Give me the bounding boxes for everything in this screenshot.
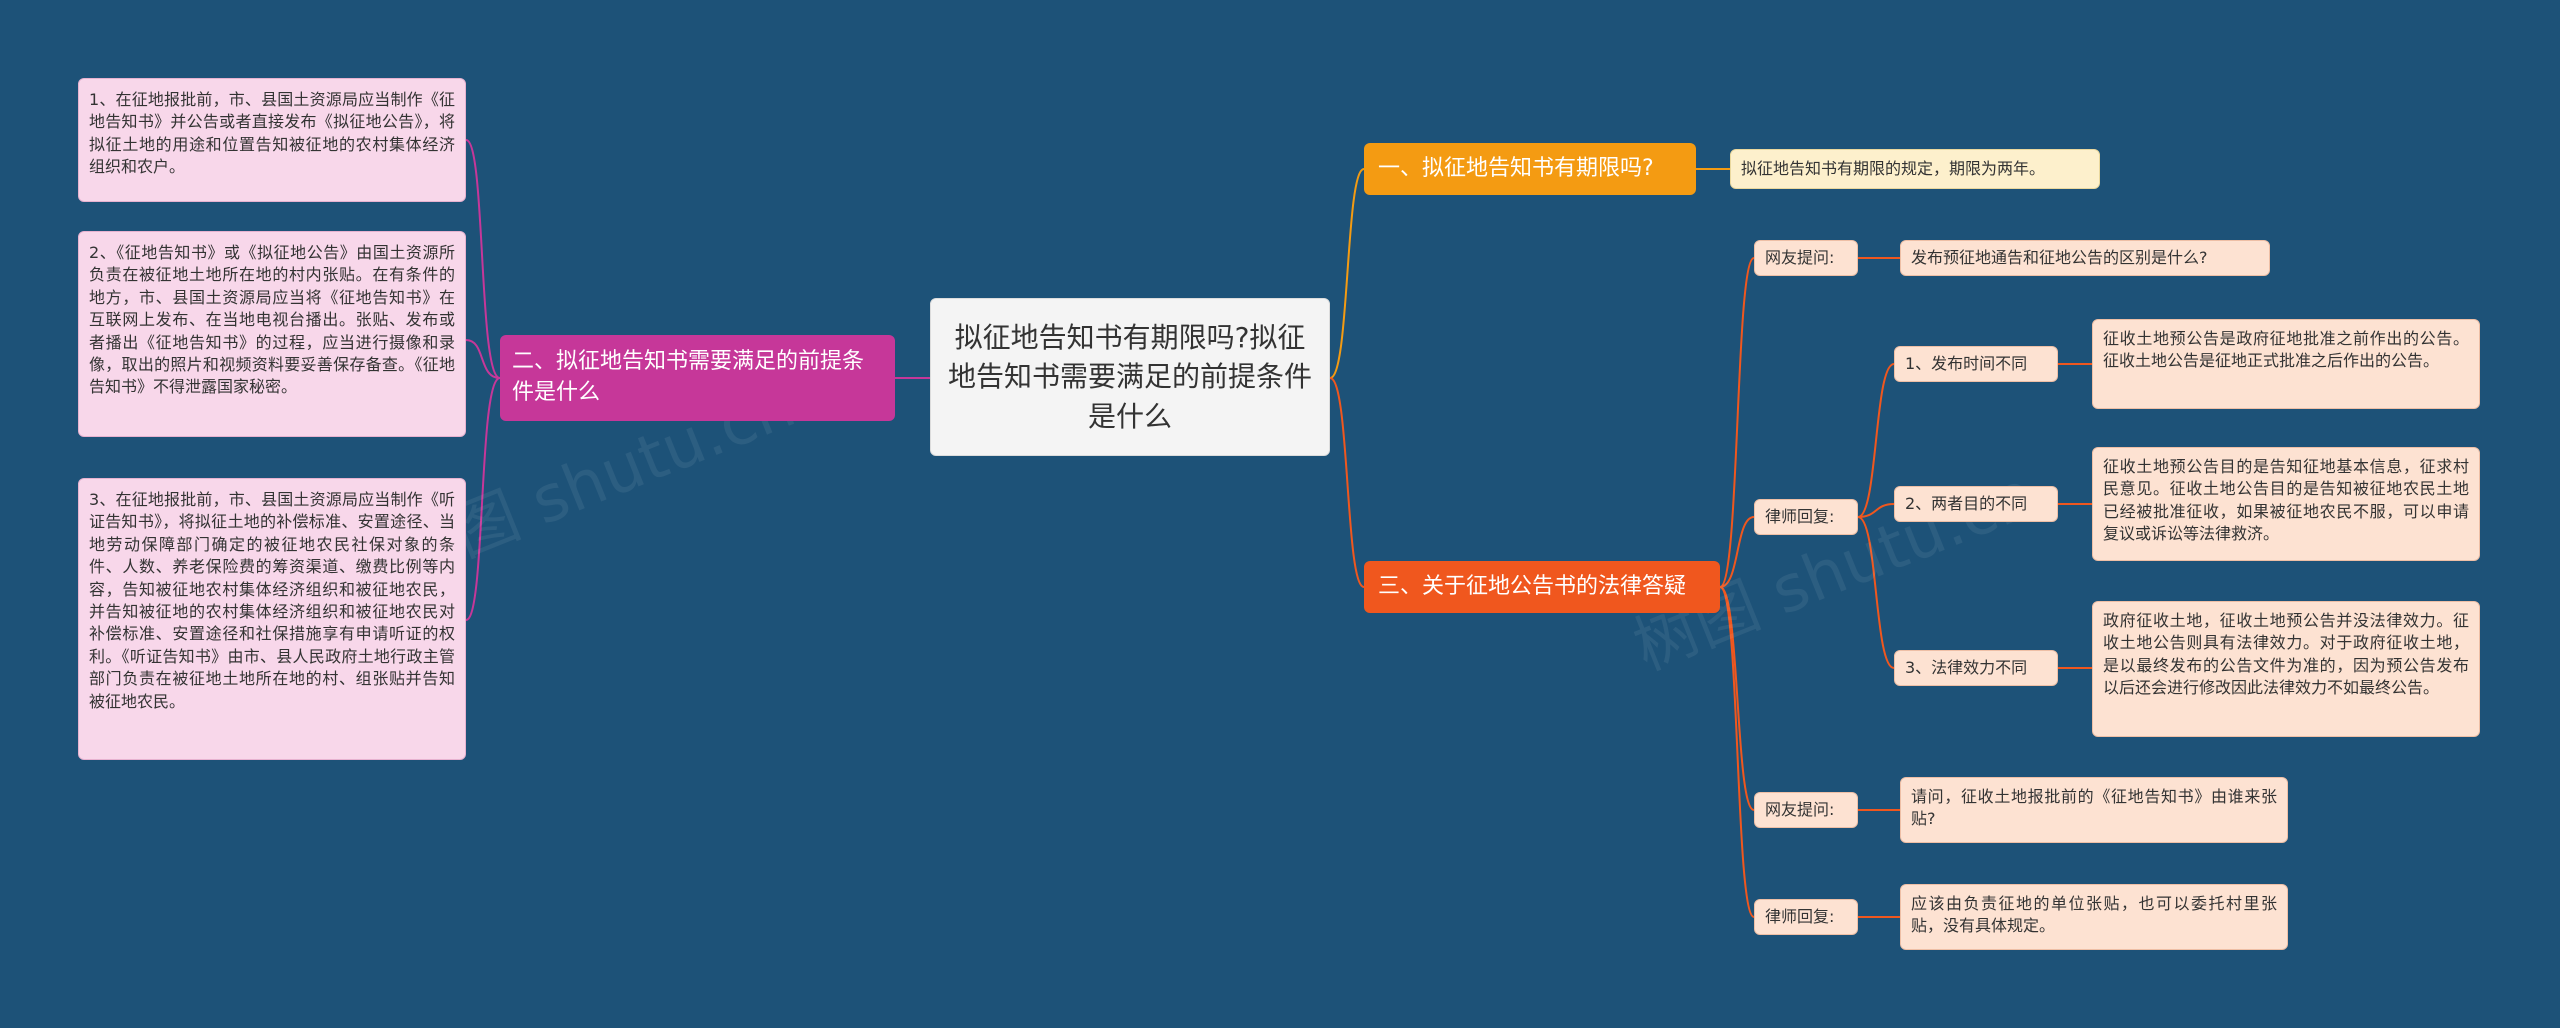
a2-label-node[interactable]: 律师回复: [1754, 899, 1858, 935]
left-item-2-text: 2、《征地告知书》或《拟征地公告》由国土资源所负责在被征地土地所在地的村内张贴。… [89, 243, 455, 397]
q1-label: 网友提问: [1765, 247, 1835, 267]
a1-item-1-text: 征收土地预公告是政府征地批准之前作出的公告。征收土地公告是征地正式批准之后作出的… [2103, 329, 2469, 371]
branch-left-node[interactable]: 二、拟征地告知书需要满足的前提条件是什么 [500, 335, 895, 421]
branch-left-label: 二、拟征地告知书需要满足的前提条件是什么 [512, 349, 865, 405]
link-left-item3 [465, 377, 501, 621]
a1-label: 律师回复: [1765, 506, 1835, 526]
a2-text-node[interactable]: 应该由负责征地的单位张贴，也可以委托村里张贴，没有具体规定。 [1900, 884, 2288, 950]
q1-text: 发布预征地通告和征地公告的区别是什么? [1911, 247, 2208, 267]
link-left-item1 [465, 139, 501, 379]
link-left-item2 [465, 339, 501, 379]
a1-item-3-label: 3、法律效力不同 [1905, 657, 2028, 677]
a1-item-1-label: 1、发布时间不同 [1905, 353, 2028, 373]
branch-1-answer-text: 拟征地告知书有期限的规定，期限为两年。 [1741, 158, 2046, 178]
link-a1-item3 [1857, 516, 1895, 669]
left-item-3[interactable]: 3、在征地报批前，市、县国土资源局应当制作《听证告知书》，将拟征土地的补偿标准、… [78, 478, 466, 760]
link-b3-q1 [1719, 257, 1755, 588]
a1-item-2-label-node[interactable]: 2、两者目的不同 [1894, 486, 2058, 522]
q2-text: 请问，征收土地报批前的《征地告知书》由谁来张贴? [1911, 787, 2277, 829]
a1-item-1-text-node[interactable]: 征收土地预公告是政府征地批准之前作出的公告。征收土地公告是征地正式批准之后作出的… [2092, 319, 2480, 409]
branch-1-answer[interactable]: 拟征地告知书有期限的规定，期限为两年。 [1730, 149, 2100, 189]
branch-1-node[interactable]: 一、拟征地告知书有期限吗? [1364, 143, 1696, 195]
left-item-1[interactable]: 1、在征地报批前，市、县国土资源局应当制作《征地告知书》并公告或者直接发布《拟征… [78, 78, 466, 202]
branch-3-label: 三、关于征地公告书的法律答疑 [1378, 573, 1687, 599]
branch-3-node[interactable]: 三、关于征地公告书的法律答疑 [1364, 561, 1720, 613]
link-center-b3 [1329, 377, 1365, 588]
a1-item-3-text: 政府征收土地，征收土地预公告并没法律效力。征收土地公告则具有法律效力。对于政府征… [2103, 611, 2469, 698]
a1-label-node[interactable]: 律师回复: [1754, 499, 1858, 535]
q1-label-node[interactable]: 网友提问: [1754, 240, 1858, 276]
a1-item-1-label-node[interactable]: 1、发布时间不同 [1894, 346, 2058, 382]
link-center-b1 [1329, 168, 1365, 379]
q1-text-node[interactable]: 发布预征地通告和征地公告的区别是什么? [1900, 240, 2270, 276]
q2-text-node[interactable]: 请问，征收土地报批前的《征地告知书》由谁来张贴? [1900, 777, 2288, 843]
branch-1-label: 一、拟征地告知书有期限吗? [1378, 155, 1654, 181]
link-b3-a1 [1719, 516, 1755, 588]
a1-item-2-text: 征收土地预公告目的是告知征地基本信息，征求村民意见。征收土地公告目的是告知被征地… [2103, 457, 2469, 544]
link-a1-item1 [1857, 363, 1895, 518]
a2-text: 应该由负责征地的单位张贴，也可以委托村里张贴，没有具体规定。 [1911, 894, 2277, 936]
a2-label: 律师回复: [1765, 906, 1835, 926]
a1-item-2-text-node[interactable]: 征收土地预公告目的是告知征地基本信息，征求村民意见。征收土地公告目的是告知被征地… [2092, 447, 2480, 561]
left-item-2[interactable]: 2、《征地告知书》或《拟征地公告》由国土资源所负责在被征地土地所在地的村内张贴。… [78, 231, 466, 437]
a1-item-3-label-node[interactable]: 3、法律效力不同 [1894, 650, 2058, 686]
left-item-1-text: 1、在征地报批前，市、县国土资源局应当制作《征地告知书》并公告或者直接发布《拟征… [89, 90, 455, 177]
q2-label-node[interactable]: 网友提问: [1754, 792, 1858, 828]
a1-item-2-label: 2、两者目的不同 [1905, 493, 2028, 513]
link-b3-a2 [1719, 586, 1755, 918]
a1-item-3-text-node[interactable]: 政府征收土地，征收土地预公告并没法律效力。征收土地公告则具有法律效力。对于政府征… [2092, 601, 2480, 737]
center-topic-label: 拟征地告知书有期限吗?拟征地告知书需要满足的前提条件是什么 [947, 321, 1312, 433]
link-a1-item2 [1857, 503, 1895, 518]
link-b3-q2 [1719, 586, 1755, 811]
center-topic[interactable]: 拟征地告知书有期限吗?拟征地告知书需要满足的前提条件是什么 [930, 298, 1330, 456]
q2-label: 网友提问: [1765, 799, 1835, 819]
left-item-3-text: 3、在征地报批前，市、县国土资源局应当制作《听证告知书》，将拟征土地的补偿标准、… [89, 490, 455, 711]
